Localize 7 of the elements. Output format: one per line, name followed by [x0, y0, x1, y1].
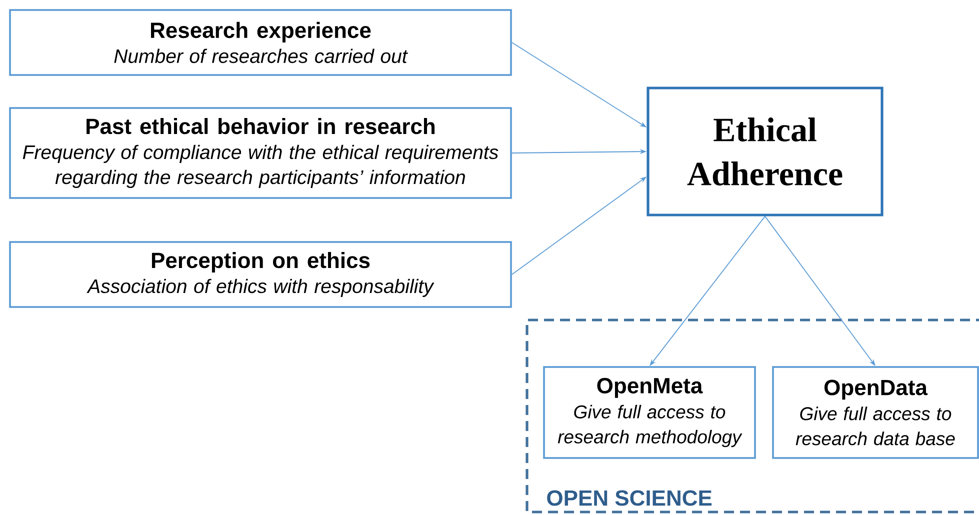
- factor-box: Past ethical behavior in research Frequency of compliance with the ethical requirements regarding the research participants’ information: [9, 107, 512, 199]
- region-label: OPEN SCIENCE: [547, 490, 712, 506]
- practice-box: OpenData Give full access to research data base: [772, 366, 979, 459]
- outcome-box: Ethical Adherence: [646, 86, 884, 216]
- practice-box: OpenMeta Give full access to research methodology: [543, 366, 756, 459]
- factor-box: Perception on ethics Association of ethics with responsability: [9, 241, 512, 308]
- factor-box: Research experience Number of researches carried out: [9, 9, 512, 76]
